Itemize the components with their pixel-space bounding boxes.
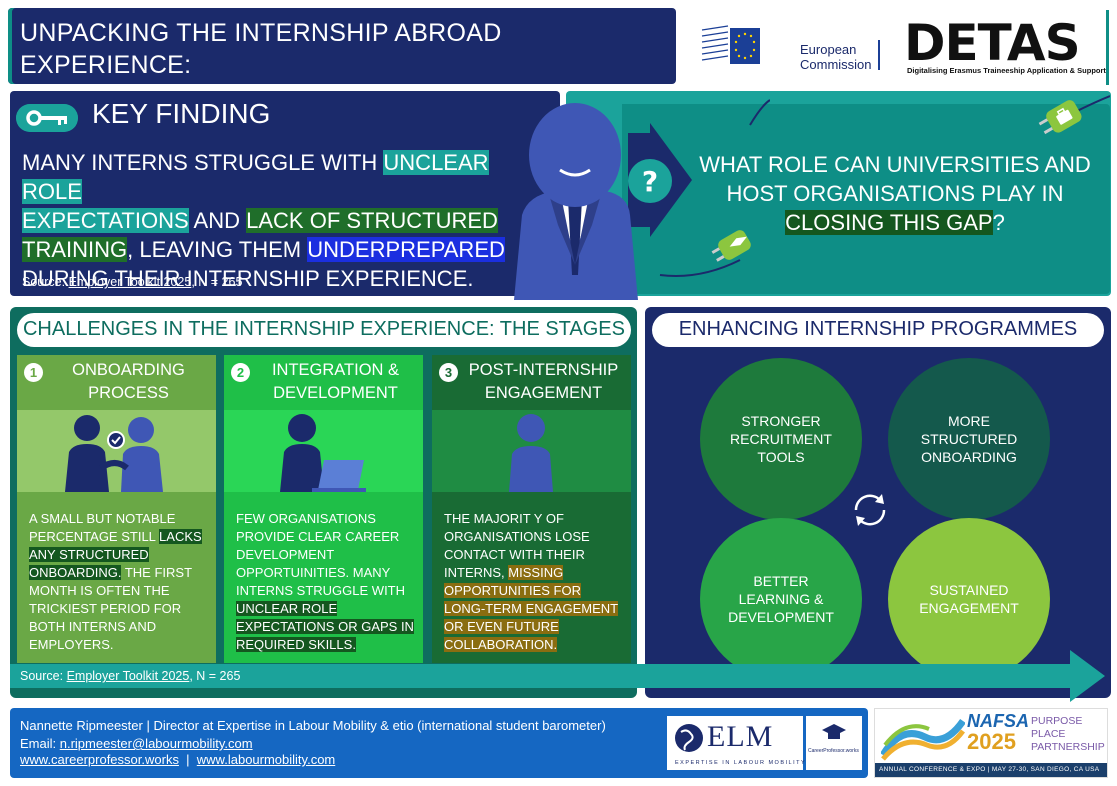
- nafsa-banner: ANNUAL CONFERENCE & EXPO | MAY 27-30, SA…: [875, 763, 1107, 777]
- key-question: WHAT ROLE CAN UNIVERSITIES AND HOST ORGA…: [699, 152, 1091, 235]
- question-mark-icon: ?: [642, 165, 658, 198]
- highlight-lack-training: LACK OF STRUCTURED: [246, 208, 498, 233]
- stage-title: INTEGRATION & DEVELOPMENT: [271, 361, 400, 402]
- stage-title: POST-INTERNSHIP ENGAGEMENT: [468, 361, 619, 402]
- key-icon: [16, 104, 78, 132]
- header-accent-line: [1106, 10, 1109, 85]
- detas-logo: DETAS Digitalising Erasmus Traineeship A…: [900, 14, 1106, 82]
- detas-wordmark: DETAS: [904, 14, 1081, 72]
- key-finding-source: Source: Employer Toolkit 2025, N = 265: [22, 275, 243, 289]
- timeline-arrow: [10, 650, 1105, 702]
- cycle-arrows-icon: [854, 494, 886, 526]
- elm-wordmark: ELM: [707, 720, 774, 753]
- careerprofessor-logo: CareerProfessor.works: [806, 716, 862, 770]
- author-info: Nannette Ripmeester | Director at Expert…: [20, 718, 606, 733]
- stage-number: 2: [231, 363, 250, 382]
- stage-description: A SMALL BUT NOTABLE PERCENTAGE STILL LAC…: [29, 511, 202, 652]
- ec-name-line2: Commission: [800, 57, 872, 72]
- question-panel-inner: [622, 104, 1110, 294]
- laptop-person-icon: [280, 414, 366, 492]
- circle-recruitment: STRONGER RECRUITMENT TOOLS: [700, 358, 862, 520]
- stage-integration: 2 INTEGRATION & DEVELOPMENT FEW ORGANISA…: [224, 355, 423, 663]
- stage-description: FEW ORGANISATIONS PROVIDE CLEAR CAREER D…: [236, 511, 414, 652]
- nafsa-name: NAFSA: [967, 711, 1029, 731]
- key-finding-heading: KEY FINDING: [92, 98, 271, 129]
- elm-subtitle: EXPERTISE IN LABOUR MOBILITY: [675, 760, 807, 766]
- stage-highlight: MISSING OPPORTUNITIES FOR LONG-TERM ENGA…: [444, 565, 619, 652]
- person-illustration: ?: [514, 99, 770, 300]
- source-link[interactable]: Employer Toolkit 2025: [66, 669, 190, 683]
- circle-learning: BETTER LEARNING & DEVELOPMENT: [700, 518, 862, 680]
- key-finding-text: MANY INTERNS STRUGGLE WITH UNCLEAR ROLE …: [22, 150, 505, 291]
- stage-number: 3: [439, 363, 458, 382]
- source-link[interactable]: Employer Toolkit 2025: [68, 275, 192, 289]
- careerprofessor-text: CareerProfessor.works: [808, 748, 859, 754]
- stage-highlight: UNCLEAR ROLE EXPECTATIONS OR GAPS IN REQ…: [236, 601, 414, 652]
- european-commission-logo: European Commission: [700, 18, 880, 74]
- handshake-people-icon: [65, 415, 163, 492]
- nafsa-year: 2025: [967, 729, 1016, 754]
- careerprofessor-link[interactable]: www.careerprofessor.works: [20, 752, 179, 767]
- globe-icon: [675, 724, 703, 752]
- logo-divider: [878, 40, 880, 70]
- stage-title: ONBOARDING PROCESS: [72, 361, 185, 402]
- email-link[interactable]: n.ripmeester@labourmobility.com: [59, 736, 253, 751]
- title-banner: UNPACKING THE INTERNSHIP ABROAD EXPERIEN…: [8, 8, 676, 111]
- ec-building-icon: [700, 24, 760, 68]
- nafsa-wave-icon: [881, 718, 965, 761]
- person-icon: [509, 414, 553, 492]
- elm-logo: ELM EXPERTISE IN LABOUR MOBILITY: [667, 716, 807, 770]
- stage-number: 1: [24, 363, 43, 382]
- nafsa-logo: NAFSA 2025 PURPOSE PLACE PARTNERSHIP ANN…: [874, 708, 1108, 778]
- stage-post-internship: 3 POST-INTERNSHIP ENGAGEMENT THE MAJORIT…: [432, 355, 631, 663]
- website-links: www.careerprofessor.works | www.labourmo…: [20, 752, 336, 767]
- ec-name-line1: European: [800, 42, 857, 57]
- nafsa-tagline: PURPOSE PLACE PARTNERSHIP: [1031, 715, 1105, 753]
- stage-description: THE MAJORIT Y OF ORGANISATIONS LOSE CONT…: [444, 511, 619, 652]
- enhancing-title: ENHANCING INTERNSHIP PROGRAMMES: [678, 318, 1078, 340]
- stage-onboarding: 1 ONBOARDING PROCESS A SMALL BUT NOTABLE…: [17, 355, 216, 663]
- detas-subtitle: Digitalising Erasmus Traineeship Applica…: [907, 66, 1106, 75]
- highlight-underprepared: UNDERPREPARED: [307, 237, 505, 262]
- challenges-source: Source: Employer Toolkit 2025, N = 265: [20, 669, 241, 683]
- challenges-title: CHALLENGES IN THE INTERNSHIP EXPERIENCE:…: [22, 318, 625, 340]
- graduation-cap-icon: [822, 724, 846, 739]
- briefcase-plug-icon: [1038, 95, 1110, 135]
- email-line: Email: n.ripmeester@labourmobility.com: [20, 736, 253, 751]
- highlight-closing-gap: CLOSING THIS GAP: [785, 210, 993, 235]
- circle-onboarding: MORE STRUCTURED ONBOARDING: [888, 358, 1050, 520]
- circle-engagement: SUSTAINED ENGAGEMENT: [888, 518, 1050, 680]
- challenges-title-pill: CHALLENGES IN THE INTERNSHIP EXPERIENCE:…: [17, 313, 631, 347]
- labourmobility-link[interactable]: www.labourmobility.com: [196, 752, 336, 767]
- enhancing-title-pill: ENHANCING INTERNSHIP PROGRAMMES: [652, 313, 1104, 347]
